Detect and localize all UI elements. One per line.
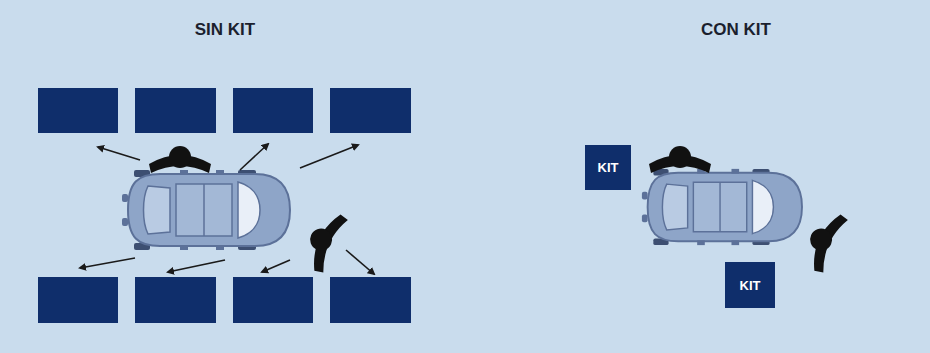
kit-box: KIT bbox=[725, 262, 775, 308]
shelf bbox=[135, 88, 216, 133]
panel-heading: CON KIT bbox=[701, 20, 771, 40]
shelf bbox=[330, 277, 411, 323]
shelf bbox=[38, 88, 118, 133]
car bbox=[122, 170, 290, 250]
shelf bbox=[330, 88, 411, 133]
kit-box: KIT bbox=[585, 145, 631, 190]
shelf bbox=[233, 277, 313, 323]
walk-arrows bbox=[80, 144, 374, 274]
walk-arrow bbox=[168, 260, 225, 272]
worker bbox=[149, 146, 211, 173]
walk-arrow bbox=[240, 144, 268, 170]
worker bbox=[798, 207, 849, 275]
walk-arrow bbox=[300, 145, 358, 168]
shelf bbox=[233, 88, 313, 133]
shelf bbox=[135, 277, 216, 323]
walk-arrow bbox=[262, 260, 290, 272]
panel-heading: SIN KIT bbox=[195, 20, 255, 40]
car bbox=[642, 169, 802, 245]
walk-arrow bbox=[346, 250, 374, 274]
walk-arrow bbox=[98, 147, 140, 160]
kit-label: KIT bbox=[598, 160, 619, 175]
walk-arrow bbox=[80, 258, 135, 268]
shelf bbox=[38, 277, 118, 323]
worker bbox=[298, 207, 349, 275]
worker bbox=[649, 146, 711, 173]
shelf-row bbox=[38, 88, 411, 323]
kit-label: KIT bbox=[740, 278, 761, 293]
